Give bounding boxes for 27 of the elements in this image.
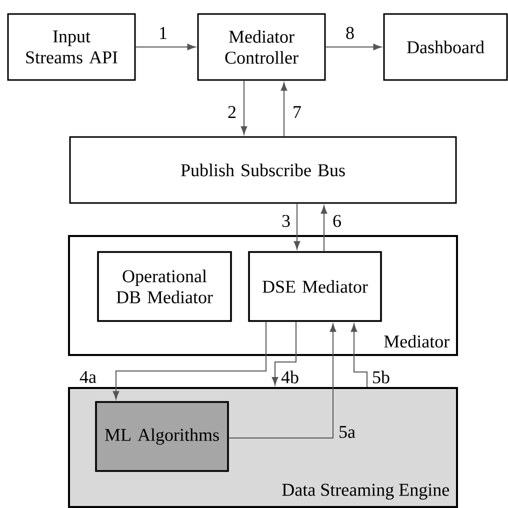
edge-label: 3 (280, 212, 292, 230)
arrow (320, 205, 328, 252)
arrow (240, 80, 248, 135)
process-box: ML Algorithms (95, 401, 229, 472)
process-box: Operational DB Mediator (97, 251, 232, 322)
edge-label: 5b (370, 368, 392, 386)
edge-label: 8 (344, 24, 356, 42)
edge-label: 5a (336, 424, 358, 440)
edge-label: 6 (330, 212, 344, 230)
arrow (272, 321, 296, 386)
edge-label: 4a (78, 369, 98, 386)
process-box: DSE Mediator (248, 251, 382, 322)
edge-label: 4b (279, 368, 301, 386)
arrow (112, 321, 266, 400)
arrow (280, 82, 288, 137)
arrow (294, 203, 300, 250)
edge-label: 7 (290, 104, 304, 120)
process-box: Input Streams API (7, 13, 136, 81)
arrow (350, 324, 368, 388)
arrow (135, 44, 196, 50)
edge-label: 1 (156, 25, 170, 41)
edge-label: 2 (226, 104, 238, 120)
process-box: Dashboard (383, 13, 508, 81)
process-box: Mediator Controller (197, 13, 326, 81)
arrow (325, 44, 382, 50)
process-box: Publish Subscribe Bus (69, 136, 457, 204)
arrow (228, 324, 336, 438)
